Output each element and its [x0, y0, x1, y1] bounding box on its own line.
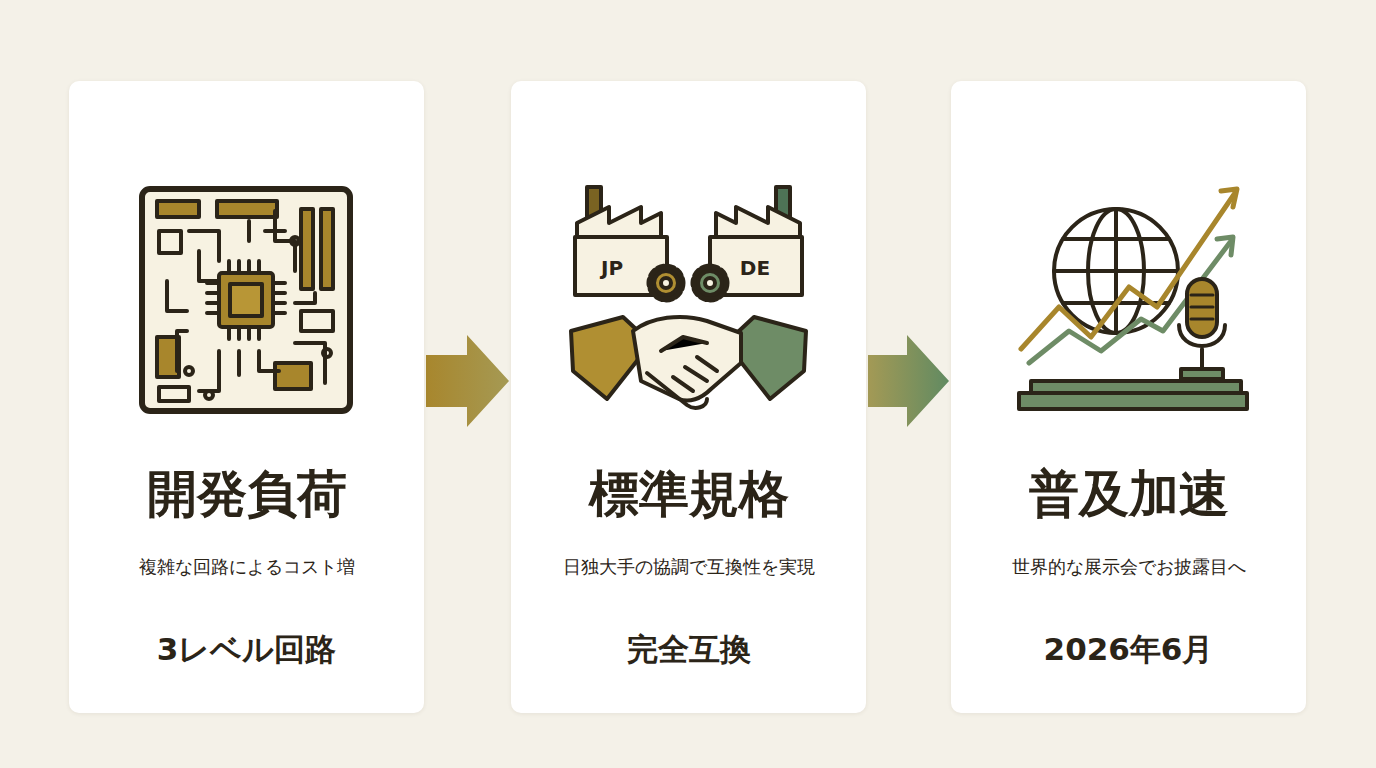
card-value: 3レベル回路: [75, 631, 418, 668]
card-heading: 開発負荷: [75, 465, 418, 523]
card-subtitle: 日独大手の協調で互換性を実現: [517, 555, 860, 578]
card-subtitle: 世界的な展示会でお披露目へ: [957, 555, 1300, 578]
card-heading: 普及加速: [957, 465, 1300, 523]
card-heading: 標準規格: [517, 465, 860, 523]
global-growth-icon: [951, 81, 1306, 713]
step-card: 標準規格日独大手の協調で互換性を実現完全互換 JP DE: [511, 81, 866, 713]
card-subtitle: 複雑な回路によるコスト増: [75, 555, 418, 578]
country-label: JP: [601, 256, 623, 280]
step-card: 普及加速世界的な展示会でお披露目へ 2026年6月: [951, 81, 1306, 713]
card-value: 完全互換: [517, 631, 860, 668]
flow-arrow: [426, 335, 509, 427]
circuit-board-icon: [69, 81, 424, 713]
card-value: 2026年6月: [957, 631, 1300, 668]
country-label: DE: [740, 256, 770, 280]
partnership-icon: [511, 81, 866, 713]
step-card: 開発負荷複雑な回路によるコスト増 3レベル回路: [69, 81, 424, 713]
flow-arrow: [868, 335, 949, 427]
